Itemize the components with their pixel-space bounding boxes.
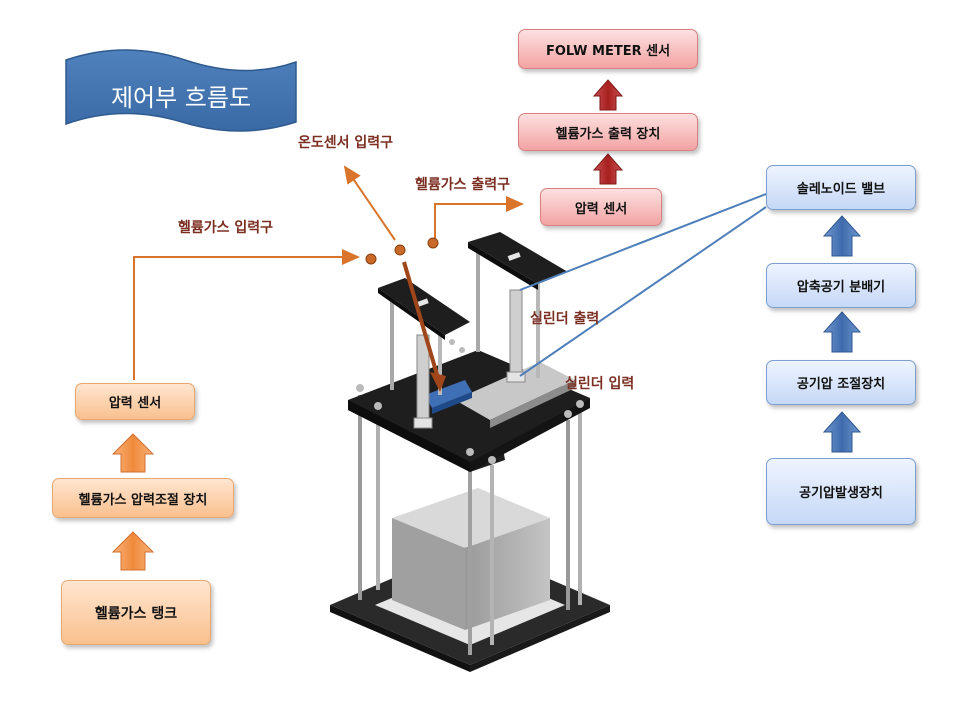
top-up-arrow-1 bbox=[592, 153, 624, 185]
left-pressure-sensor-label: 압력 센서 bbox=[108, 396, 162, 411]
solenoid-valve-label: 솔레노이드 밸브 bbox=[796, 182, 886, 197]
air-generator-box: 공기압발생장치 bbox=[766, 458, 916, 525]
helium-tank-label: 헬륨가스 탱크 bbox=[94, 605, 178, 622]
temp-inlet-label: 온도센서 입력구 bbox=[298, 135, 394, 151]
helium-regulator-box: 헬륨가스 압력조절 장치 bbox=[52, 478, 234, 518]
helium-feed-arrow-head bbox=[430, 372, 446, 392]
right-up-arrow-3 bbox=[822, 215, 862, 257]
test-apparatus bbox=[330, 232, 610, 672]
air-distributor-label: 압축공기 분배기 bbox=[796, 280, 886, 295]
air-distributor-box: 압축공기 분배기 bbox=[766, 263, 916, 308]
air-generator-label: 공기압발생장치 bbox=[799, 486, 883, 501]
cylinder-output-line bbox=[519, 193, 767, 291]
top-up-arrow-2 bbox=[592, 79, 624, 111]
left-up-arrow-1 bbox=[111, 531, 155, 571]
helium-tank-box: 헬륨가스 탱크 bbox=[61, 580, 211, 645]
solenoid-valve-box: 솔레노이드 밸브 bbox=[766, 165, 916, 210]
left-up-arrow-2 bbox=[111, 433, 155, 473]
helium-output-device-box: 헬륨가스 출력 장치 bbox=[518, 113, 698, 151]
diagram-title: 제어부 흐름도 bbox=[110, 83, 252, 112]
left-pressure-sensor-box: 압력 센서 bbox=[75, 383, 195, 420]
helium-inlet-port bbox=[365, 253, 377, 265]
helium-feed-arrow bbox=[402, 261, 440, 379]
helium-inlet-label: 헬륨가스 입력구 bbox=[178, 220, 274, 236]
air-regulator-box: 공기압 조절장치 bbox=[766, 360, 916, 405]
flow-meter-box: FOLW METER 센서 bbox=[518, 29, 698, 69]
helium-output-device-label: 헬륨가스 출력 장치 bbox=[555, 126, 661, 142]
helium-outlet-line bbox=[434, 196, 524, 238]
top-pressure-sensor-label: 압력 센서 bbox=[574, 201, 628, 217]
helium-inlet-line bbox=[133, 249, 360, 380]
temp-sensor-line bbox=[343, 165, 396, 241]
cylinder-input-label: 실린더 입력 bbox=[565, 376, 635, 392]
air-regulator-label: 공기압 조절장치 bbox=[796, 377, 886, 392]
helium-regulator-label: 헬륨가스 압력조절 장치 bbox=[78, 492, 208, 508]
right-up-arrow-2 bbox=[822, 311, 862, 353]
right-up-arrow-1 bbox=[822, 411, 862, 453]
helium-outlet-label: 헬륨가스 출력구 bbox=[415, 177, 511, 193]
temp-sensor-port bbox=[394, 244, 406, 256]
top-pressure-sensor-box: 압력 센서 bbox=[540, 188, 662, 226]
cylinder-input-line bbox=[519, 206, 767, 377]
flow-meter-label: FOLW METER 센서 bbox=[545, 43, 671, 59]
cylinder-output-label: 실린더 출력 bbox=[530, 311, 600, 327]
helium-outlet-port bbox=[427, 237, 439, 249]
title-banner bbox=[65, 49, 297, 132]
